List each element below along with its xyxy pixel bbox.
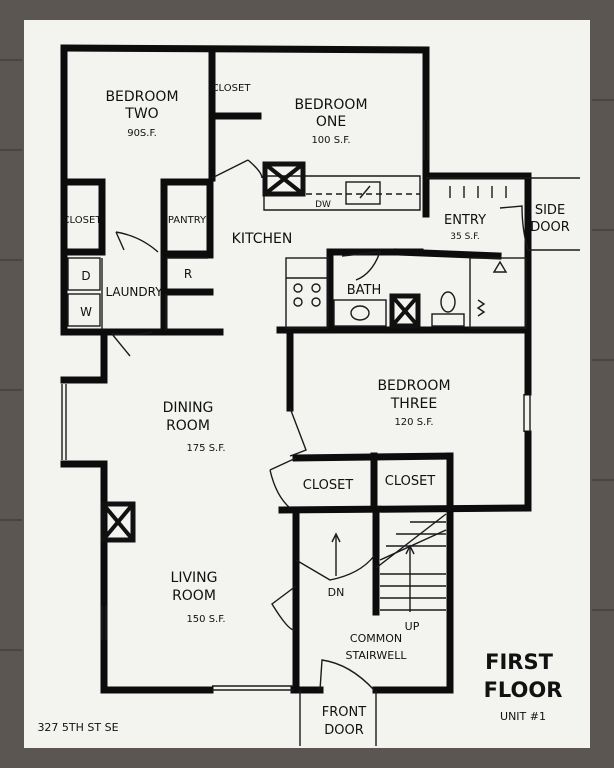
kitchen-label: KITCHEN xyxy=(232,231,293,247)
floor-title-line-1: FIRST xyxy=(485,650,553,674)
bedroom-three-label-1: BEDROOM xyxy=(377,378,450,394)
entry-label: ENTRY xyxy=(444,213,486,228)
dining-room-area: 175 S.F. xyxy=(186,443,225,454)
fixtures xyxy=(67,257,527,330)
closet-lower-left-label: CLOSET xyxy=(303,478,354,493)
bedroom-two-label-2: TWO xyxy=(124,106,158,122)
side-door-label-1: SIDE xyxy=(535,203,565,218)
entry-area: 35 S.F. xyxy=(450,232,479,242)
stairwell-label-1: COMMON xyxy=(350,632,402,645)
side-door-label-2: DOOR xyxy=(530,220,570,235)
bedroom-three-label-2: THREE xyxy=(390,396,438,412)
exterior-door-lines xyxy=(299,177,580,746)
kitchen-counter xyxy=(263,175,421,211)
living-room-area: 150 S.F. xyxy=(186,614,225,625)
bedroom-one-area: 100 S.F. xyxy=(311,135,350,146)
bedroom-three-area: 120 S.F. xyxy=(394,417,433,428)
washer-label: W xyxy=(80,305,92,319)
laundry-label: LAUNDRY xyxy=(105,285,163,299)
windows xyxy=(61,120,531,691)
bath-label: BATH xyxy=(347,283,382,298)
unit-label: UNIT #1 xyxy=(500,710,546,723)
dryer-label: D xyxy=(81,269,90,283)
door-swings xyxy=(111,159,529,691)
floor-title-line-2: FLOOR xyxy=(484,678,563,702)
bedroom-one-label-1: BEDROOM xyxy=(294,97,367,113)
closet-bedroom-two-label: CLOSET xyxy=(63,215,103,226)
closet-bedroom-one-label: CLOSET xyxy=(212,83,252,94)
closet-lower-right-label: CLOSET xyxy=(385,474,436,489)
refrigerator-label: R xyxy=(184,267,192,281)
living-room-label-2: ROOM xyxy=(172,588,216,604)
dining-room-label-2: ROOM xyxy=(166,418,210,434)
dining-room-label-1: DINING xyxy=(163,400,214,416)
paper-sheet xyxy=(24,20,590,748)
address-label: 327 5TH ST SE xyxy=(37,721,118,734)
stair-up-label: UP xyxy=(405,620,420,633)
stair-down-label: DN xyxy=(328,586,345,599)
walls-thick xyxy=(60,44,532,694)
front-door-label-2: DOOR xyxy=(324,723,364,738)
pantry-label: PANTRY xyxy=(168,215,207,226)
bedroom-two-area: 90S.F. xyxy=(127,128,157,139)
stair-treads xyxy=(331,513,447,612)
dishwasher-label: DW xyxy=(315,200,331,210)
wood-grain xyxy=(0,59,614,651)
front-door-label-1: FRONT xyxy=(322,705,366,720)
living-room-label-1: LIVING xyxy=(171,570,218,586)
bedroom-two-label-1: BEDROOM xyxy=(105,89,178,105)
stairwell-label-2: STAIRWELL xyxy=(346,649,408,662)
chimney-boxes xyxy=(100,161,421,543)
bedroom-one-label-2: ONE xyxy=(316,114,346,130)
